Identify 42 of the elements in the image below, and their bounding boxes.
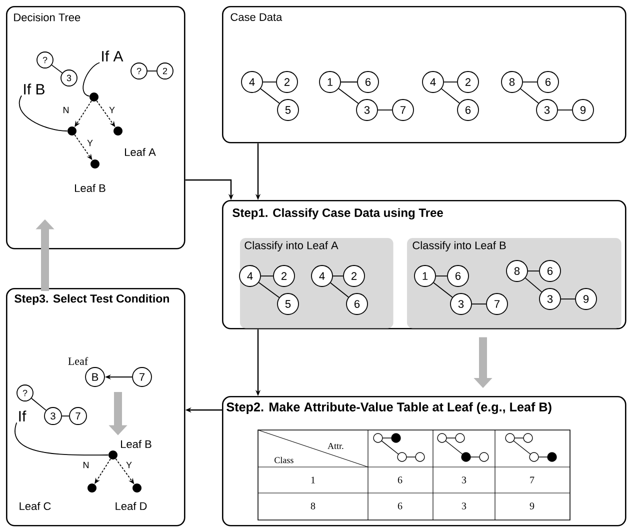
- edge-label: N: [82, 461, 90, 469]
- row-header: 8: [310, 502, 316, 510]
- connector-line: [51, 64, 63, 74]
- leaf-label: Leaf A: [125, 148, 156, 156]
- condition-label: If B: [24, 84, 44, 94]
- table-value: 6: [398, 476, 402, 484]
- connector-line: [330, 282, 349, 298]
- row-header: 1: [311, 476, 315, 484]
- table-value: 3: [462, 502, 466, 510]
- condition-label: If: [19, 410, 26, 422]
- connector-line: [433, 282, 453, 298]
- connector-line: [520, 88, 539, 104]
- edge-label: Y: [126, 461, 132, 469]
- leaf-label: Leaf C: [20, 502, 51, 510]
- connector-line: [560, 298, 576, 300]
- leaf-label: Leaf B: [75, 184, 106, 192]
- connector-line: [31, 398, 47, 411]
- edge-label: N: [62, 106, 70, 114]
- connector-line: [260, 88, 280, 104]
- connector-line: [338, 88, 359, 104]
- column-header: Attr.: [328, 442, 344, 450]
- condition-label: If A: [102, 50, 124, 62]
- connector-line: [147, 70, 157, 72]
- connector-line: [19, 95, 68, 132]
- table-value: 6: [398, 502, 402, 510]
- connector-line: [258, 282, 280, 298]
- row-header: Class: [274, 456, 294, 464]
- edge-label: Y: [108, 106, 116, 114]
- connector-line: [528, 270, 540, 272]
- tree-node-dot: [68, 126, 76, 136]
- leaf-label: Leaf: [68, 357, 88, 365]
- tree-node-dot: [90, 92, 98, 102]
- connector-line: [441, 88, 460, 104]
- edge-label: Y: [86, 139, 94, 147]
- table-value: 3: [462, 476, 466, 484]
- leaf-label: Leaf D: [116, 502, 147, 510]
- connector-line: [82, 62, 100, 97]
- connector-line: [524, 278, 542, 292]
- connector-line: [14, 422, 109, 456]
- table-value: 9: [530, 502, 534, 510]
- table-value: 7: [530, 476, 534, 484]
- leaf-label: Leaf B: [121, 440, 152, 448]
